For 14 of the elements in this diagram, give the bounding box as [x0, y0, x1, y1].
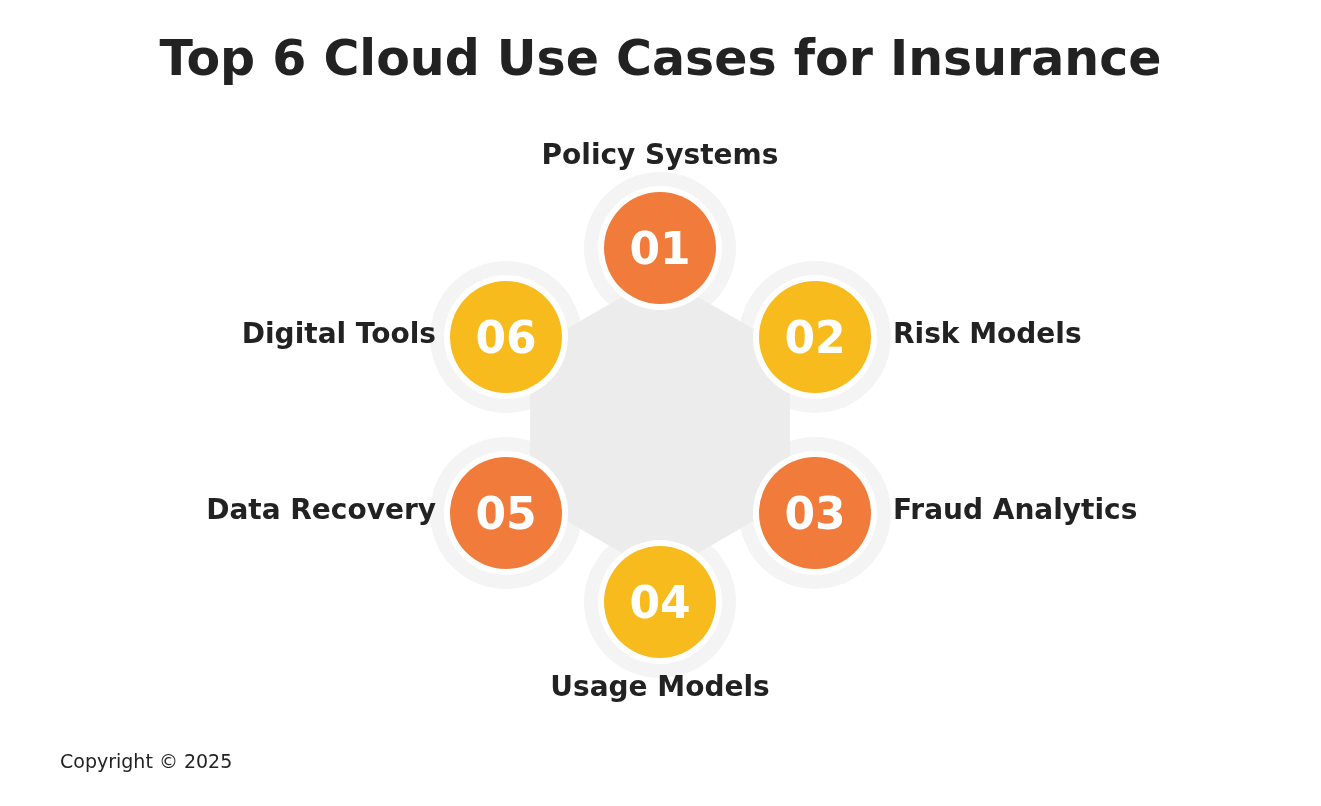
use-case-label: Policy Systems — [540, 138, 780, 171]
step-number: 02 — [784, 311, 846, 363]
step-number: 01 — [629, 222, 691, 274]
use-case-label: Data Recovery — [206, 493, 436, 526]
step-number: 03 — [784, 487, 846, 539]
use-case-label: Risk Models — [893, 317, 1082, 350]
step-number: 05 — [475, 487, 537, 539]
copyright-note: Copyright © 2025 — [60, 750, 233, 772]
title: Top 6 Cloud Use Cases for Insurance — [158, 30, 1163, 87]
step-number: 06 — [475, 311, 537, 363]
use-case-label: Fraud Analytics — [893, 493, 1138, 526]
use-case-label: Digital Tools — [241, 317, 436, 350]
step-number: 04 — [629, 576, 691, 628]
use-case-label: Usage Models — [549, 670, 771, 703]
